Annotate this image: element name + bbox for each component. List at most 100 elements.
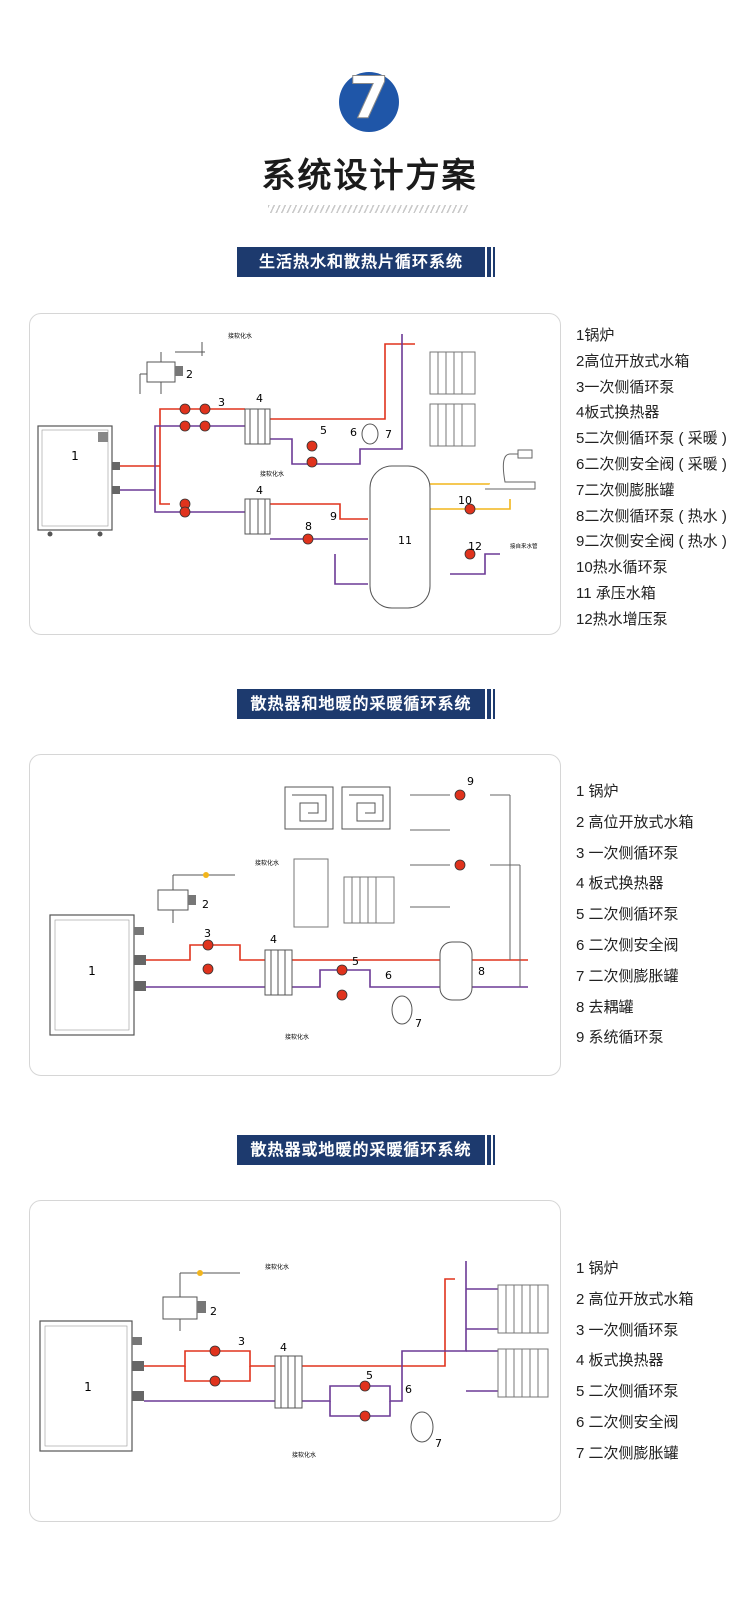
section-3-legend: 1 锅炉 2 高位开放式水箱 3 一次侧循环泵 4 板式换热器 5 二次侧循环泵…: [576, 1254, 694, 1470]
floor-heating-coils: [284, 786, 391, 830]
svg-text:12: 12: [468, 540, 482, 553]
legend-item: 5 二次侧循环泵: [576, 906, 679, 924]
radiator-group: [293, 858, 395, 928]
legend-item: 7 二次侧膨胀罐: [576, 967, 679, 985]
section-1-legend: 1锅炉 2高位开放式水箱 3一次侧循环泵 4板式换热器 5二次侧循环泵 ( 采暖…: [576, 323, 727, 633]
legend-item: 6二次侧安全阀 ( 采暖 ): [576, 455, 727, 473]
svg-text:5: 5: [320, 424, 327, 437]
soft-water-label-mid: 接软化水: [260, 470, 284, 478]
open-water-tank: 2: [157, 872, 235, 923]
pump-group: [209, 1345, 371, 1422]
svg-text:3: 3: [218, 396, 225, 409]
legend-item: 5 二次侧循环泵: [576, 1383, 679, 1401]
svg-text:9: 9: [467, 775, 474, 788]
legend-item: 2 高位开放式水箱: [576, 1290, 694, 1308]
badge-number: 7: [349, 64, 389, 132]
legend-item: 9 系统循环泵: [576, 1029, 664, 1047]
svg-text:1: 1: [84, 1380, 92, 1394]
section-2-banner: 散热器和地暖的采暖循环系统: [237, 689, 495, 719]
svg-text:2: 2: [202, 898, 209, 911]
pump-group: [202, 789, 466, 1001]
soft-water-label-top: 接软化水: [255, 859, 279, 867]
legend-item: 1锅炉: [576, 327, 615, 344]
section-2-title: 散热器和地暖的采暖循环系统: [237, 689, 485, 719]
section-3-diagram-panel: 1 2 接软化水 3 5 6: [29, 1200, 561, 1522]
legend-item: 2高位开放式水箱: [576, 352, 690, 370]
svg-text:5: 5: [352, 955, 359, 968]
legend-item: 5二次侧循环泵 ( 采暖 ): [576, 430, 727, 448]
legend-item: 6 二次侧安全阀: [576, 1413, 679, 1431]
legend-item: 8 去耦罐: [576, 998, 634, 1016]
section-2-diagram-panel: 1 2 接软化水 3 5 6 9: [29, 754, 561, 1076]
open-water-tank: 2: [162, 1270, 240, 1331]
legend-item: 12热水增压泵: [576, 610, 668, 628]
hot-supply-pipes: [146, 944, 528, 961]
soft-water-label-top: 接软化水: [265, 1263, 289, 1271]
legend-item: 1 锅炉: [576, 783, 619, 800]
plate-heat-exchanger: [274, 1355, 303, 1409]
svg-text:4: 4: [280, 1341, 287, 1354]
section-3-banner: 散热器或地暖的采暖循环系统: [237, 1135, 495, 1165]
soft-water-label-top: 接软化水: [228, 332, 252, 340]
svg-text:5: 5: [366, 1369, 373, 1382]
soft-water-label-bottom: 接软化水: [285, 1033, 309, 1041]
legend-item: 4板式换热器: [576, 404, 660, 422]
hot-supply-pipes: [120, 343, 415, 520]
svg-text:4: 4: [256, 484, 263, 497]
boiler-unit: 1: [39, 1320, 144, 1452]
plate-heat-exchanger: [264, 949, 293, 996]
legend-item: 6 二次侧安全阀: [576, 936, 679, 954]
legend-item: 7 二次侧膨胀罐: [576, 1444, 679, 1462]
boiler-unit: 1: [49, 914, 146, 1036]
legend-item: 9二次侧安全阀 ( 热水 ): [576, 533, 727, 551]
expansion-tank: [410, 1411, 434, 1443]
plate-heat-exchanger: [244, 408, 271, 535]
legend-item: 3 一次侧循环泵: [576, 1321, 679, 1339]
legend-item: 10热水循环泵: [576, 559, 668, 577]
legend-item: 1 锅炉: [576, 1260, 619, 1277]
open-water-tank: 2: [139, 351, 205, 394]
radiator-or-floor-heating-schematic: 1 2 接软化水 3 5 6: [39, 1261, 549, 1459]
page-title: 系统设计方案: [261, 156, 478, 196]
legend-item: 3 一次侧循环泵: [576, 844, 679, 862]
dhw-pipes: [430, 483, 511, 510]
manifold-group: [410, 794, 521, 987]
svg-text:8: 8: [478, 965, 485, 978]
svg-text:7: 7: [435, 1437, 442, 1450]
svg-text:1: 1: [88, 964, 96, 978]
svg-text:7: 7: [415, 1017, 422, 1030]
legend-item: 7二次侧膨胀罐: [576, 481, 675, 499]
expansion-tank: [391, 995, 413, 1025]
legend-item: 8二次侧循环泵 ( 热水 ): [576, 507, 727, 525]
faucet: [485, 449, 536, 490]
pump-group: [179, 403, 476, 560]
radiator-group: [497, 1284, 549, 1398]
svg-text:3: 3: [204, 927, 211, 940]
title-divider: [268, 205, 468, 213]
svg-text:8: 8: [305, 520, 312, 533]
section-2-legend: 1 锅炉 2 高位开放式水箱 3 一次侧循环泵 4 板式换热器 5 二次侧循环泵…: [576, 777, 694, 1054]
section-1-title: 生活热水和散热片循环系统: [237, 247, 485, 277]
svg-text:6: 6: [350, 426, 357, 439]
legend-item: 3一次侧循环泵: [576, 378, 675, 396]
return-pipes: [144, 1261, 510, 1417]
section-1-banner: 生活热水和散热片循环系统: [237, 247, 495, 277]
tap-water-label: 接自来水管: [510, 542, 538, 550]
svg-text:4: 4: [256, 392, 263, 405]
legend-item: 11 承压水箱: [576, 584, 656, 602]
boiler-unit: 1: [37, 425, 120, 537]
section-3-title: 散热器或地暖的采暖循环系统: [237, 1135, 485, 1165]
svg-text:1: 1: [71, 449, 79, 463]
svg-text:7: 7: [385, 428, 392, 441]
legend-item: 2 高位开放式水箱: [576, 813, 694, 831]
svg-text:10: 10: [458, 494, 472, 507]
decoupling-tank: [439, 941, 473, 1001]
svg-text:2: 2: [186, 368, 193, 381]
svg-text:11: 11: [398, 534, 412, 547]
pressure-tank: [369, 465, 431, 609]
svg-text:3: 3: [238, 1335, 245, 1348]
legend-item: 4 板式换热器: [576, 875, 664, 893]
section-1-diagram-panel: 1 2 接软化水: [29, 313, 561, 635]
soft-water-label-bottom: 接软化水: [292, 1451, 316, 1459]
section-number-badge: 7: [339, 64, 399, 133]
